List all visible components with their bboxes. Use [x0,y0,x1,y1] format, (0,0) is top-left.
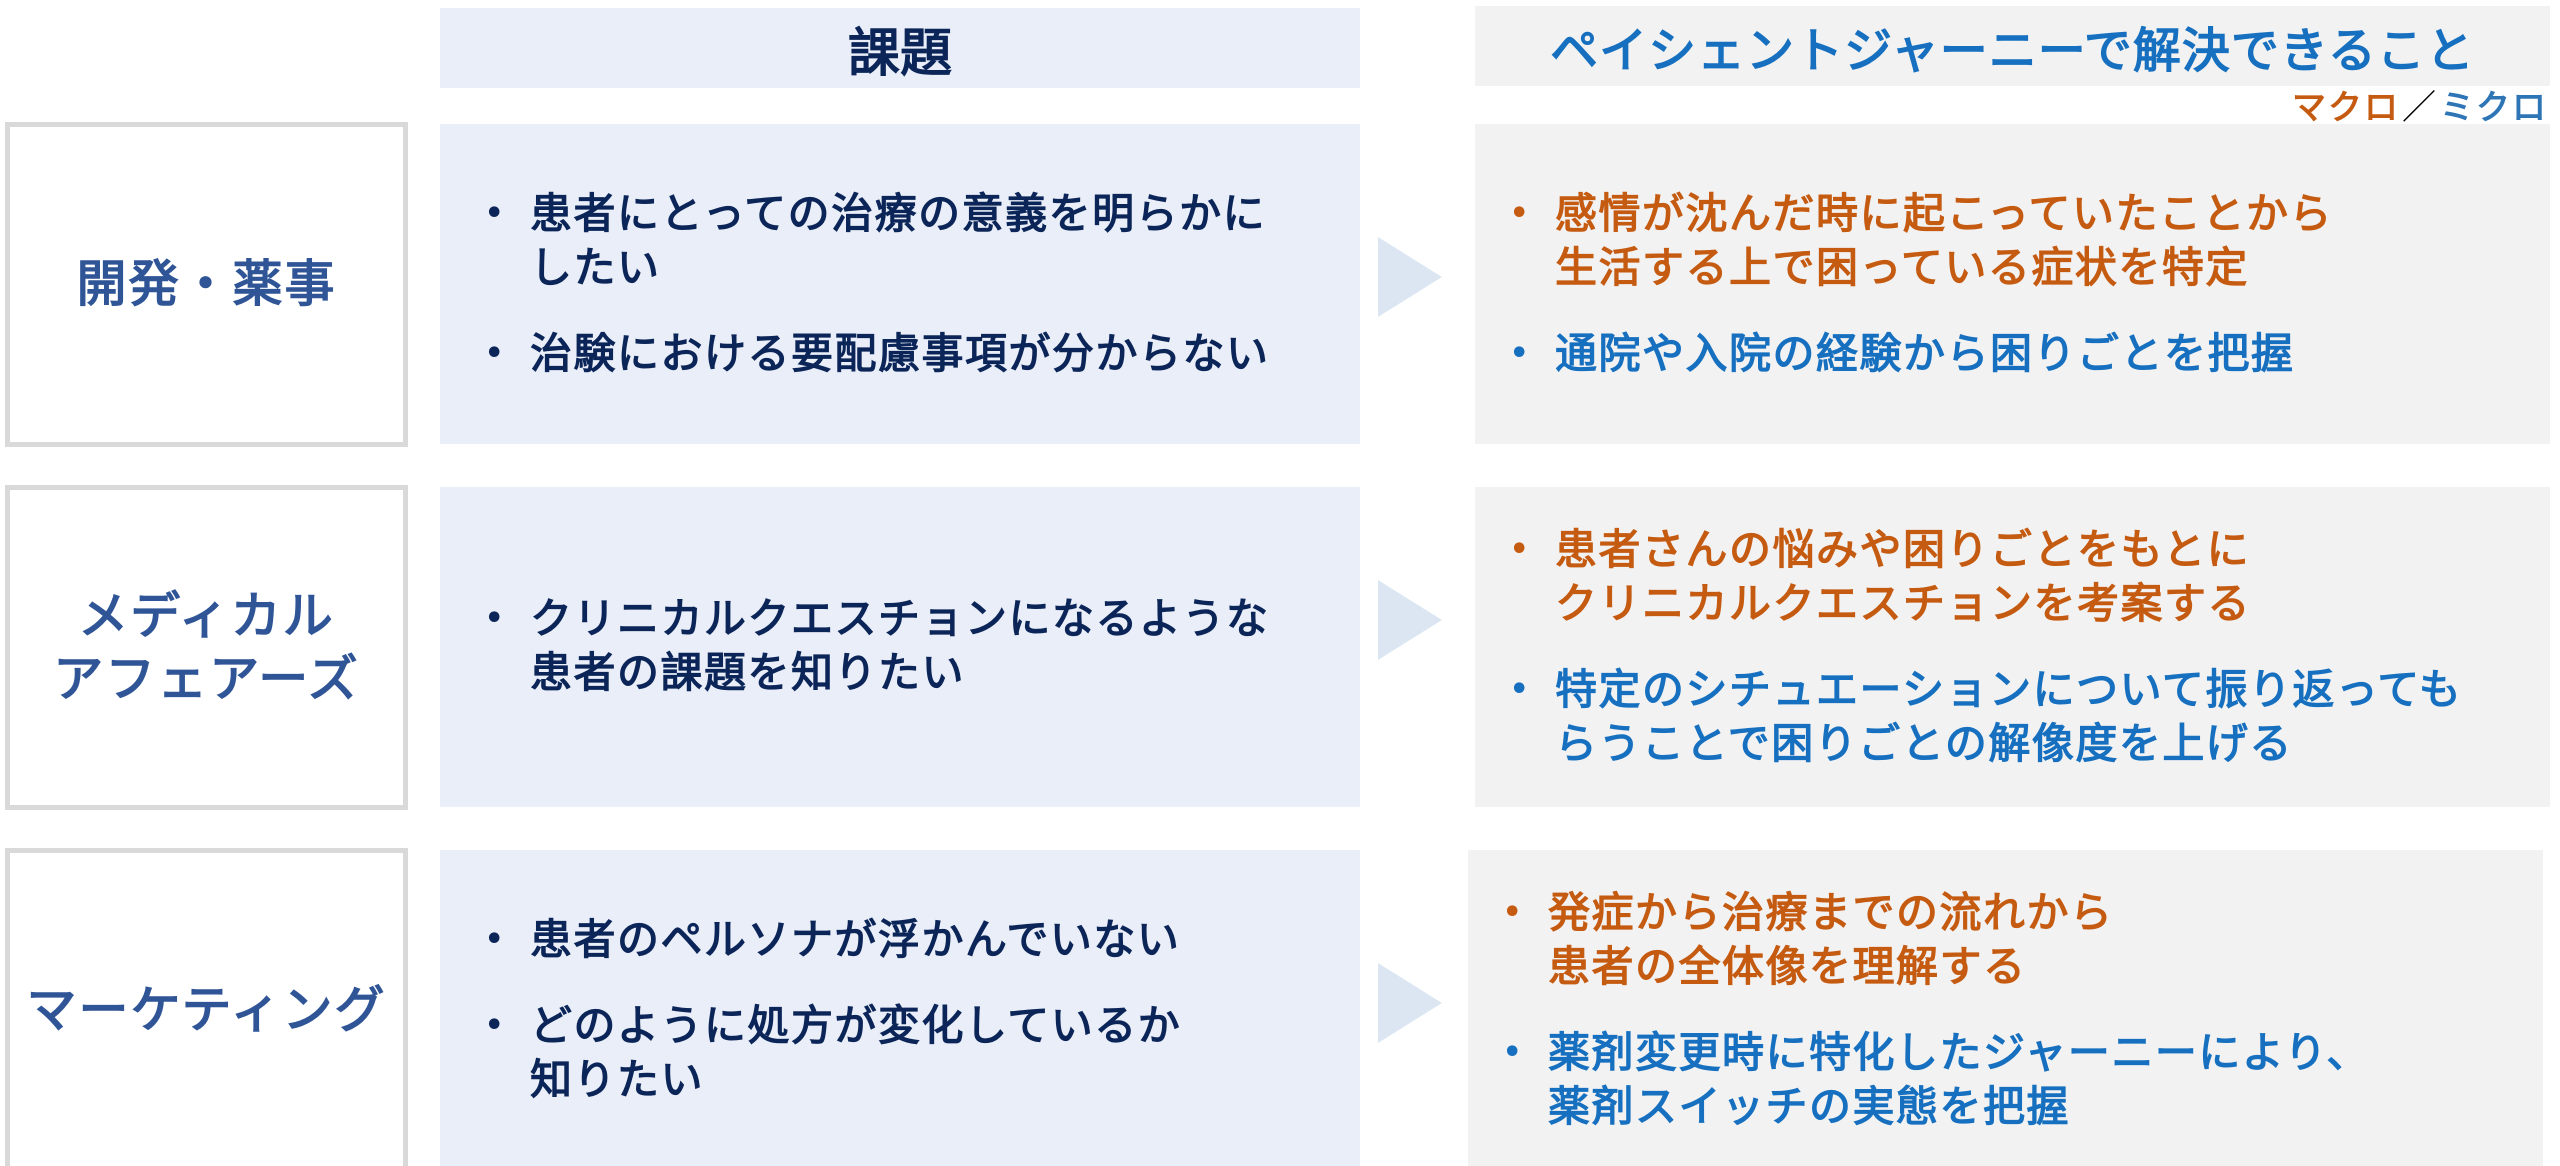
challenge-item: • 患者にとっての治療の意義を明らかに したい [460,187,1320,295]
legend-separator: ／ [2402,87,2438,128]
bullet-icon: • [484,601,506,636]
bullet-icon: • [1509,672,1531,707]
legend-micro: ミクロ [2440,87,2548,128]
challenge-box-marketing: • 患者のペルソナが浮かんでいない • どのように処方が変化しているか 知りたい [440,850,1360,1166]
bullet-icon: • [1502,895,1524,930]
challenge-box-development-regulatory: • 患者にとっての治療の意義を明らかに したい • 治験における要配慮事項が分か… [440,124,1360,444]
solution-box-medical-affairs: • 患者さんの悩みや困りごとをもとに クリニカルクエスチョンを考案する • 特定… [1475,487,2550,807]
solution-item-text: 特定のシチュエーションについて振り返っても らうことで困りごとの解像度を上げる [1555,665,2463,768]
solution-item-micro: • 通院や入院の経験から困りごとを把握 [1485,327,2520,381]
challenge-item-text: 患者にとっての治療の意義を明らかに したい [530,189,1267,292]
row-label-text: 開発・薬事 [76,255,337,314]
solution-box-marketing: • 発症から治療までの流れから 患者の全体像を理解する • 薬剤変更時に特化した… [1468,850,2543,1166]
solution-item-text: 患者さんの悩みや困りごとをもとに クリニカルクエスチョンを考案する [1555,525,2252,628]
challenge-box-medical-affairs: • クリニカルクエスチョンになるような 患者の課題を知りたい [440,487,1360,807]
chevron-right-icon [1378,580,1442,660]
bullet-icon: • [484,1008,506,1043]
bullet-icon: • [484,336,506,371]
bullet-icon: • [1509,336,1531,371]
challenge-column-header: 課題 [440,8,1360,88]
challenge-header-title: 課題 [847,23,952,84]
challenge-item-text: 患者のペルソナが浮かんでいない [530,915,1181,964]
challenge-item: • 患者のペルソナが浮かんでいない [460,913,1320,967]
challenge-item-text: 治験における要配慮事項が分からない [530,329,1270,378]
row-label-medical-affairs: メディカル アフェアーズ [5,485,408,810]
solution-box-development-regulatory: • 感情が沈んだ時に起こっていたことから 生活する上で困っている症状を特定 • … [1475,124,2550,444]
solution-item-macro: • 発症から治療までの流れから 患者の全体像を理解する [1478,886,2513,994]
challenge-item: • どのように処方が変化しているか 知りたい [460,999,1320,1107]
solution-item-micro: • 特定のシチュエーションについて振り返っても らうことで困りごとの解像度を上げ… [1485,663,2520,771]
bullet-icon: • [484,922,506,957]
bullet-icon: • [1509,196,1531,231]
solution-item-text: 通院や入院の経験から困りごとを把握 [1555,329,2295,378]
solution-item-macro: • 患者さんの悩みや困りごとをもとに クリニカルクエスチョンを考案する [1485,523,2520,631]
solution-header-title: ペイシェントジャーニーで解決できること [1550,23,2475,79]
row-label-text: マーケティング [26,981,387,1040]
challenge-item-text: どのように処方が変化しているか 知りたい [530,1001,1182,1104]
challenge-item: • クリニカルクエスチョンになるような 患者の課題を知りたい [460,592,1320,700]
bullet-icon: • [1502,1035,1524,1070]
solution-item-micro: • 薬剤変更時に特化したジャーニーにより、 薬剤スイッチの実態を把握 [1478,1026,2513,1134]
bullet-icon: • [484,196,506,231]
solution-item-text: 感情が沈んだ時に起こっていたことから 生活する上で困っている症状を特定 [1555,189,2333,292]
challenge-item-text: クリニカルクエスチョンになるような 患者の課題を知りたい [530,594,1270,697]
bullet-icon: • [1509,532,1531,567]
solution-item-macro: • 感情が沈んだ時に起こっていたことから 生活する上で困っている症状を特定 [1485,187,2520,295]
solution-item-text: 発症から治療までの流れから 患者の全体像を理解する [1548,888,2114,991]
challenge-item: • 治験における要配慮事項が分からない [460,327,1320,381]
chevron-right-icon [1378,237,1442,317]
legend-macro: マクロ [2292,87,2400,128]
solution-column-header: ペイシェントジャーニーで解決できること [1475,6,2550,86]
solution-item-text: 薬剤変更時に特化したジャーニーにより、 薬剤スイッチの実態を把握 [1548,1028,2370,1131]
macro-micro-legend: マクロ ／ ミクロ [2292,82,2548,128]
chevron-right-icon [1378,963,1442,1043]
row-label-text: メディカル アフェアーズ [53,587,360,708]
row-label-marketing: マーケティング [5,848,408,1166]
row-label-development-regulatory: 開発・薬事 [5,122,408,447]
